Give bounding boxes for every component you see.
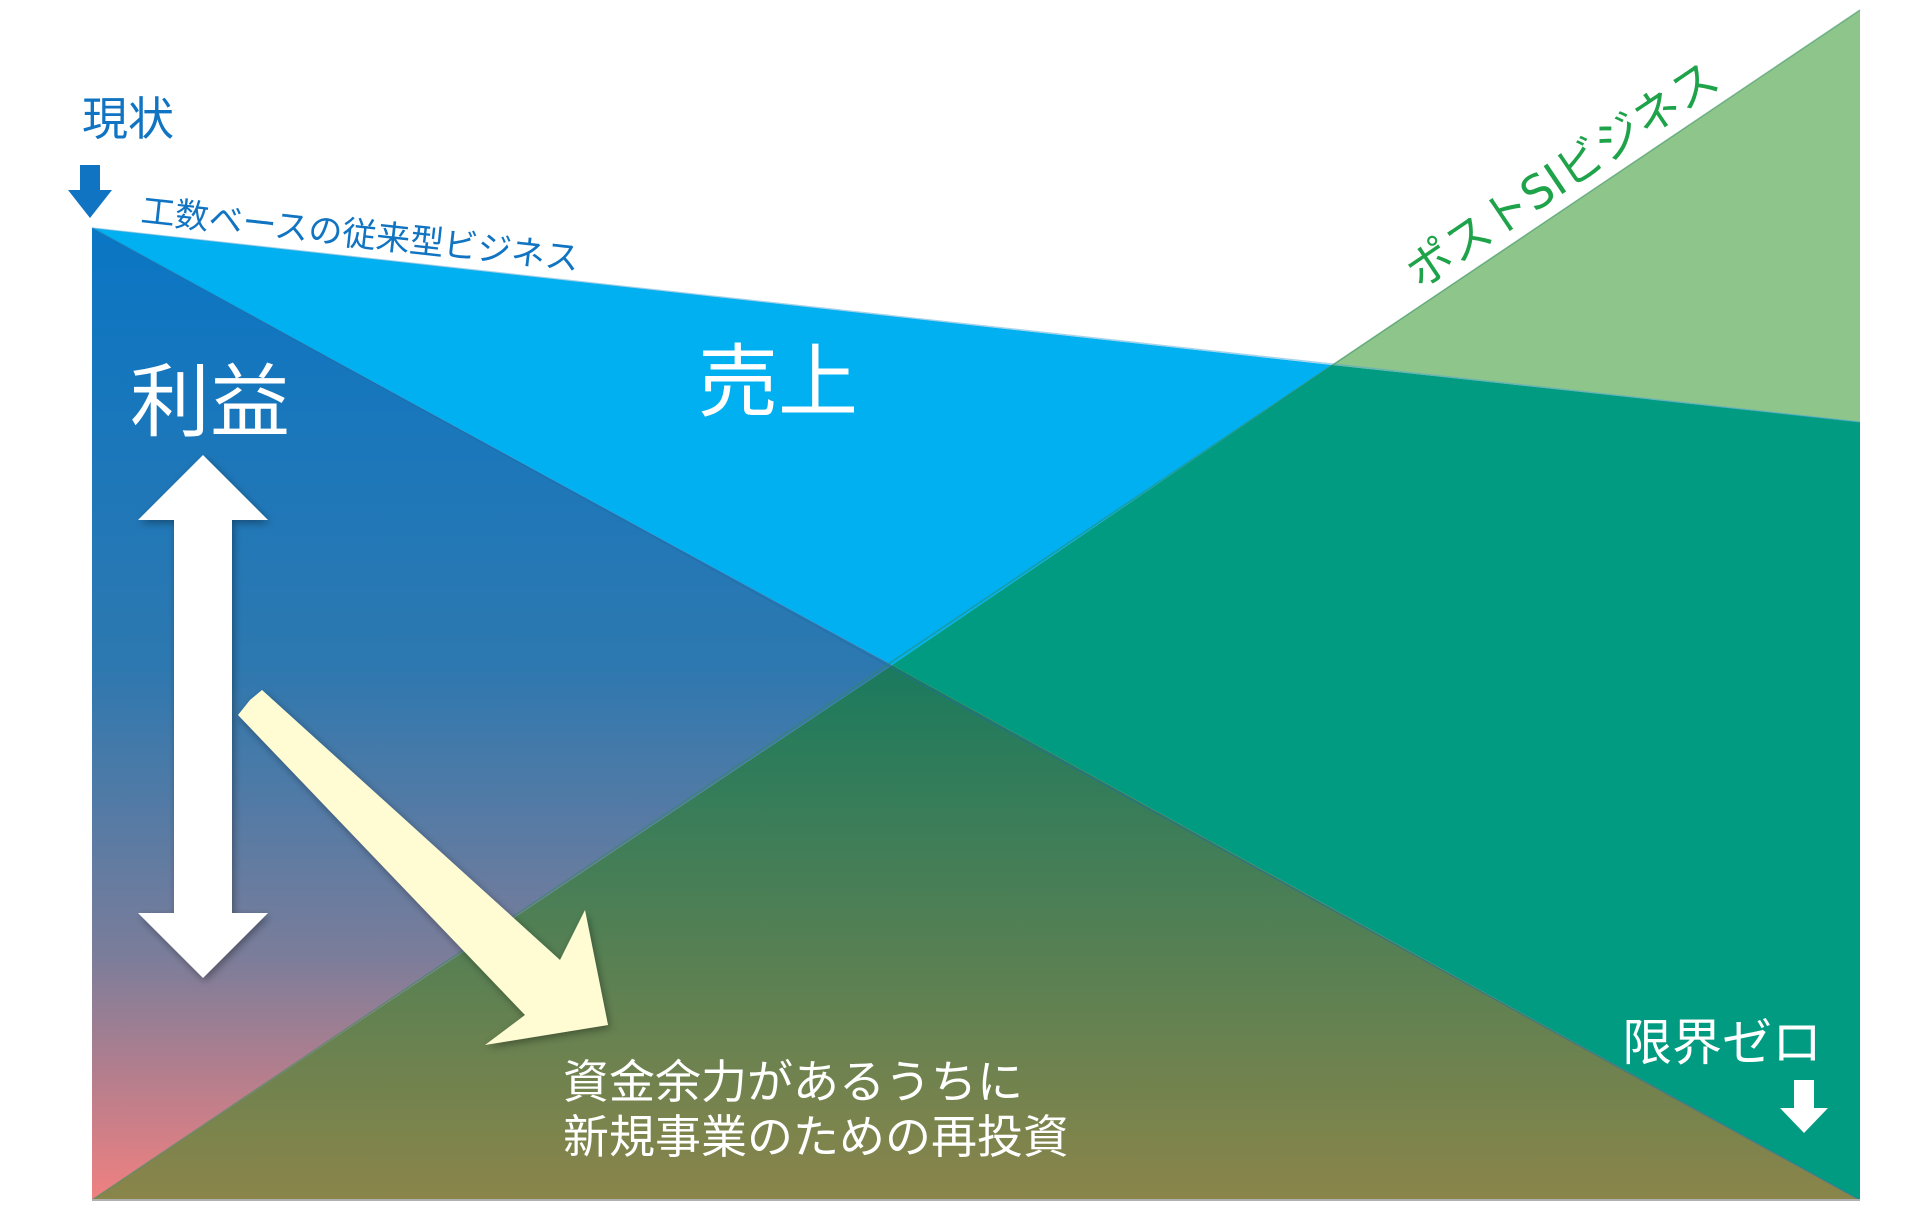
reinvest-text-line2: 新規事業のための再投資 — [563, 1110, 1069, 1164]
overlap-area — [92, 665, 1860, 1200]
limit-zero-label: 限界ゼロ — [1622, 1014, 1822, 1072]
reinvest-arrow-icon — [238, 690, 608, 1045]
legacy-profit-line — [91, 227, 1861, 1201]
profit-area — [92, 228, 892, 1200]
current-label: 現状 — [82, 92, 174, 146]
profit-label: 利益 — [130, 356, 290, 449]
post-si-line — [91, 9, 1861, 1201]
revenue-label: 売上 — [698, 336, 858, 429]
post-si-teal-area — [892, 365, 1860, 1200]
limit-zero-down-arrow-icon — [1780, 1080, 1828, 1133]
current-down-arrow-icon — [68, 165, 112, 218]
profit-range-double-arrow-icon — [138, 455, 268, 978]
legacy-revenue-line — [91, 227, 1861, 423]
revenue-area — [92, 228, 1332, 665]
reinvest-text-line1: 資金余力があるうちに — [563, 1055, 1023, 1109]
post-si-growth-area — [1332, 10, 1860, 422]
